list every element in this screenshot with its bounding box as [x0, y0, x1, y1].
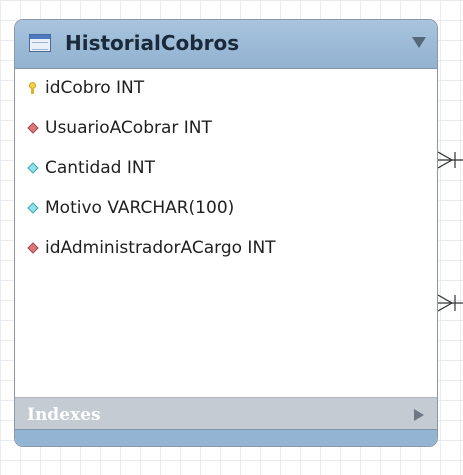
- primary-key-icon: [27, 82, 38, 94]
- table-footer: [15, 429, 437, 446]
- table-header[interactable]: HistorialCobros: [15, 20, 437, 69]
- collapse-arrow-icon[interactable]: [412, 37, 426, 48]
- column-label: idAdministradorACargo INT: [45, 238, 276, 258]
- relationship-connector-icon[interactable]: [438, 148, 463, 172]
- column-label: UsuarioACobrar INT: [45, 118, 212, 138]
- expand-arrow-icon[interactable]: [414, 409, 424, 421]
- attribute-icon: [26, 202, 39, 214]
- column-row[interactable]: Cantidad INT: [26, 155, 155, 181]
- column-row[interactable]: UsuarioACobrar INT: [26, 115, 212, 141]
- attribute-icon: [26, 162, 39, 174]
- relationship-connector-icon[interactable]: [438, 291, 463, 315]
- column-row[interactable]: idCobro INT: [27, 75, 144, 101]
- table-title: HistorialCobros: [65, 31, 240, 55]
- indexes-label: Indexes: [27, 405, 101, 425]
- indexes-section[interactable]: Indexes: [15, 397, 437, 432]
- column-label: idCobro INT: [45, 78, 145, 98]
- table-icon: [29, 34, 51, 52]
- column-row[interactable]: idAdministradorACargo INT: [26, 235, 276, 261]
- column-label: Cantidad INT: [45, 158, 155, 178]
- table-card[interactable]: HistorialCobros idCobro INT UsuarioACobr…: [14, 19, 438, 447]
- foreign-key-icon: [26, 122, 39, 134]
- column-label: Motivo VARCHAR(100): [45, 198, 235, 218]
- foreign-key-icon: [26, 242, 39, 254]
- column-row[interactable]: Motivo VARCHAR(100): [26, 195, 235, 221]
